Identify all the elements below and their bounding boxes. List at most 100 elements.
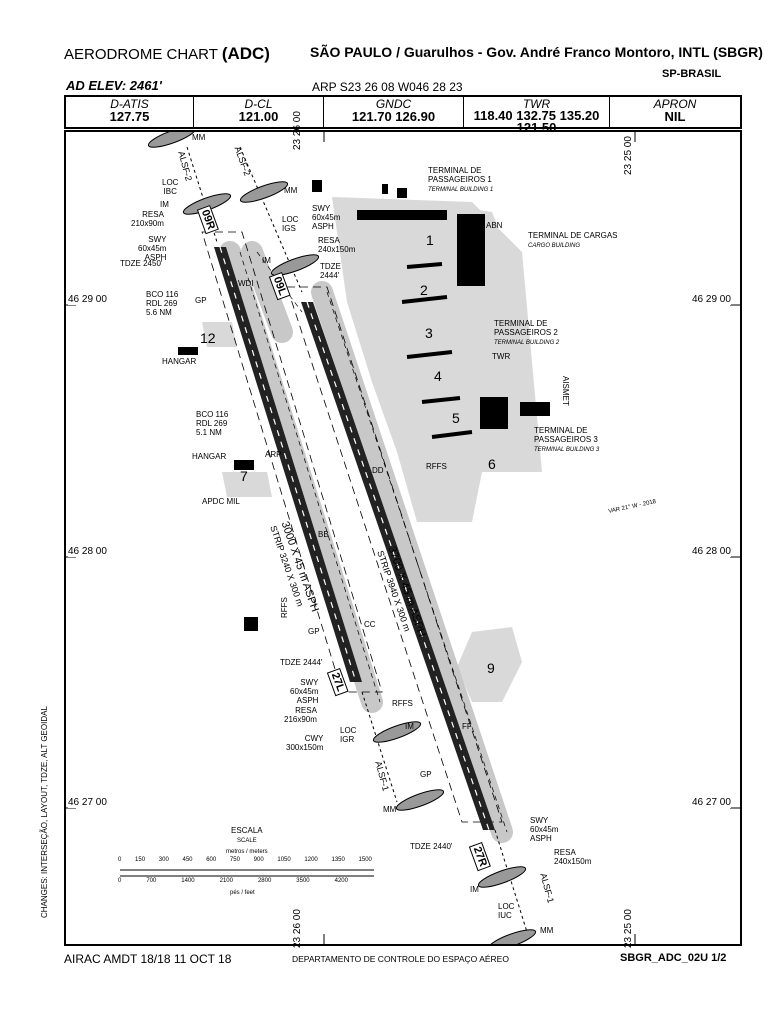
freq-dcl: D-CL 121.00 bbox=[194, 97, 324, 127]
terminal-building-3 bbox=[480, 397, 508, 429]
freq-twr: TWR 118.40 132.75 135.20 121.50 bbox=[464, 97, 610, 134]
freq-gndc: GNDC 121.70 126.90 bbox=[324, 97, 464, 127]
label-tdze-2450: TDZE 2450' bbox=[120, 259, 163, 268]
scale-feet-label: pés / feet bbox=[230, 890, 255, 896]
marker-im-2 bbox=[270, 254, 320, 276]
label-gp-3: GP bbox=[420, 770, 432, 779]
taxiway-bb: BB bbox=[318, 530, 329, 539]
apron-7 bbox=[222, 472, 272, 497]
label-hangar-1: HANGAR bbox=[162, 357, 197, 366]
marker-mm-3 bbox=[395, 789, 445, 811]
lon-label-2500-top: 23 25 00 bbox=[623, 136, 634, 175]
label-tdze-2440: TDZE 2440' bbox=[410, 842, 453, 851]
label-gp-1: GP bbox=[195, 296, 207, 305]
label-mm-1: MM bbox=[192, 133, 206, 142]
marker-mm-1 bbox=[147, 126, 197, 148]
apron-number-5: 5 bbox=[452, 410, 460, 426]
footer-chart-code: SBGR_ADC_02U 1/2 bbox=[620, 952, 727, 964]
freq-datis: D-ATIS 127.75 bbox=[66, 97, 194, 127]
lat-label-2900-left: 46 29 00 bbox=[68, 294, 107, 305]
label-apdc: APDC MIL bbox=[202, 497, 240, 506]
label-im-1: IM bbox=[160, 200, 169, 209]
label-rffs-1: RFFS bbox=[426, 462, 447, 471]
footer-department: DEPARTAMENTO DE CONTROLE DO ESPAÇO AÉREO bbox=[292, 954, 509, 964]
runway-09r-27l bbox=[214, 247, 362, 682]
freq-apron: APRON NIL bbox=[653, 97, 697, 124]
apron-number-3: 3 bbox=[425, 325, 433, 341]
apron-number-1: 1 bbox=[426, 232, 434, 248]
cargo-building bbox=[457, 214, 485, 286]
label-im-4: IM bbox=[470, 885, 479, 894]
label-arp: ARP bbox=[265, 450, 282, 459]
taxiway-ff: FF bbox=[462, 722, 472, 731]
country-label: SP-BRASIL bbox=[662, 68, 722, 80]
apron-9 bbox=[457, 627, 522, 702]
aerodrome-map-svg bbox=[66, 126, 740, 951]
label-tdze-2444-bottom: TDZE 2444' bbox=[280, 658, 323, 667]
apron-12 bbox=[202, 322, 237, 347]
lat-label-2900-right: 46 29 00 bbox=[692, 294, 731, 305]
changes-note: CHANGES: INTERSEÇÃO, LAYOUT, TDZE, ALT G… bbox=[40, 706, 49, 918]
marker-mm-4 bbox=[487, 929, 537, 951]
airport-name: SÃO PAULO / Guarulhos - Gov. André Franc… bbox=[310, 44, 763, 60]
label-hangar-2: HANGAR bbox=[192, 452, 227, 461]
label-rffs-2: RFFS bbox=[280, 597, 289, 618]
rffs-building bbox=[244, 617, 258, 631]
lon-label-2600-top: 23 26 00 bbox=[292, 111, 303, 150]
lat-label-2800-right: 46 28 00 bbox=[692, 546, 731, 557]
apron-number-4: 4 bbox=[434, 368, 442, 384]
label-aismet: AISMET bbox=[561, 376, 570, 406]
label-im-3: IM bbox=[405, 722, 414, 731]
label-twr: TWR bbox=[492, 352, 511, 361]
marker-im-3 bbox=[477, 866, 527, 888]
hangar-2 bbox=[234, 460, 254, 470]
label-mm-4: MM bbox=[540, 926, 554, 935]
arp-coordinates: ARP S23 26 08 W046 28 23 bbox=[312, 80, 463, 94]
lon-label-2600-bottom: 23 26 00 bbox=[292, 909, 303, 948]
label-mm-2: MM bbox=[284, 186, 298, 195]
footer-airac: AIRAC AMDT 18/18 11 OCT 18 bbox=[64, 952, 232, 966]
lat-label-2700-left: 46 27 00 bbox=[68, 797, 107, 808]
aerodrome-elevation: AD ELEV: 2461' bbox=[66, 78, 162, 93]
hangar-1 bbox=[178, 347, 198, 355]
label-mm-3: MM bbox=[383, 805, 397, 814]
apron-number-2: 2 bbox=[420, 282, 428, 298]
frequency-table: D-ATIS 127.75 D-CL 121.00 GNDC 121.70 12… bbox=[64, 95, 742, 134]
lat-label-2800-left: 46 28 00 bbox=[68, 546, 107, 557]
lat-label-2700-right: 46 27 00 bbox=[692, 797, 731, 808]
terminal-building-1 bbox=[357, 210, 447, 220]
label-gp-2: GP bbox=[308, 627, 320, 636]
lon-label-2500-bottom: 23 25 00 bbox=[623, 909, 634, 948]
apron-number-7: 7 bbox=[240, 468, 248, 484]
label-abn: ABN bbox=[486, 221, 503, 230]
chart-title: AERODROME CHART (ADC) bbox=[64, 44, 270, 63]
taxiway-dd: DD bbox=[372, 466, 384, 475]
marker-mm-2 bbox=[239, 181, 289, 203]
apron-number-12: 12 bbox=[200, 330, 216, 346]
taxiway-cc: CC bbox=[364, 620, 376, 629]
apron-number-9: 9 bbox=[487, 660, 495, 676]
